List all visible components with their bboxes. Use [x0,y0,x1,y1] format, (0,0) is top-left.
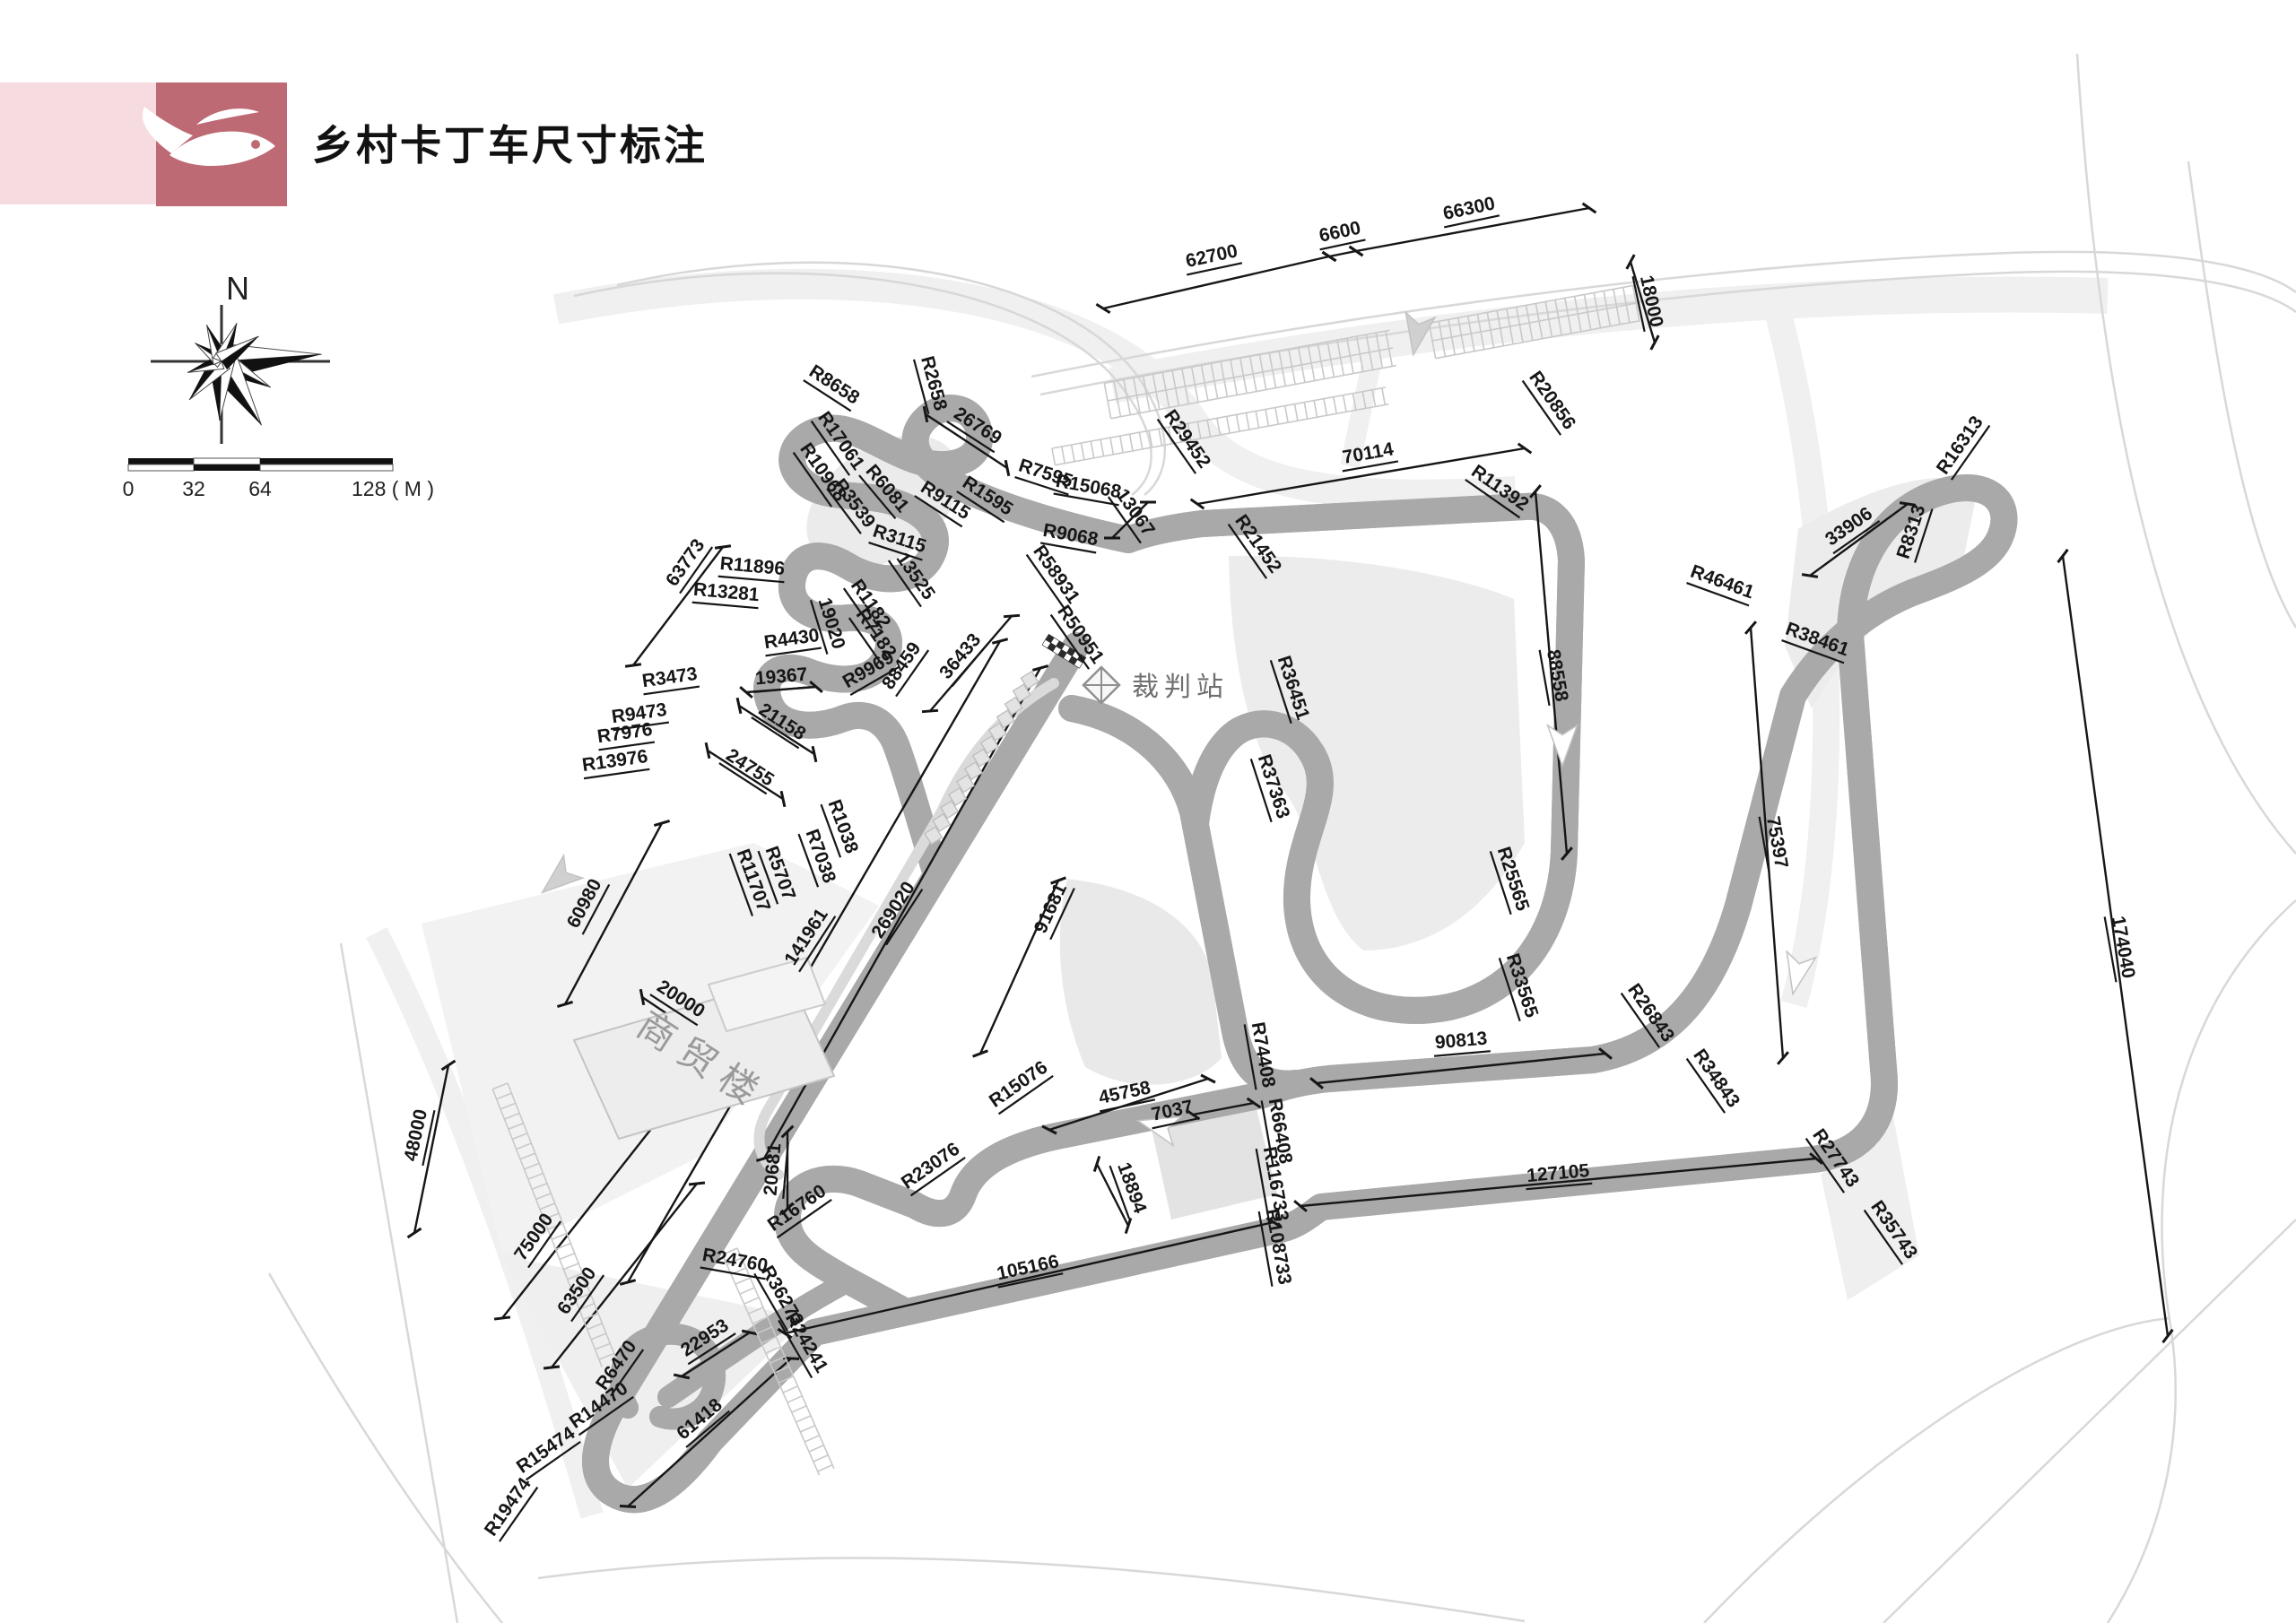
scale-bar: 0 32 64 128 ( M ) [123,457,434,500]
flow-arrows [540,310,1818,1148]
dimension-label: R13281 [691,579,761,610]
dimension-label: R58931 [1025,542,1083,610]
dimension-label: R3473 [640,664,700,696]
svg-text:66300: 66300 [1441,193,1497,224]
scale-tick-0: 0 [123,477,135,500]
svg-text:48000: 48000 [400,1107,431,1163]
buildings: 商贸楼 [572,956,836,1141]
dimension-label: R15068 [1053,471,1123,507]
dimension-label: R13976 [581,746,650,780]
dimension-label: R15076 [986,1057,1054,1115]
dimension-label: R4430 [762,625,822,657]
scale-end-label: 128 ( M ) [352,477,434,500]
scale-tick-32: 32 [182,477,205,500]
compass: N [151,270,330,444]
dimension-label: 20681 [761,1142,789,1199]
dimension-label: 18894 [1109,1159,1151,1219]
parking-stalls [721,1247,835,1476]
dimension-label: R8658 [803,361,864,412]
dimension-label: 36433 [935,629,989,688]
svg-text:19367: 19367 [754,664,808,690]
compass-rose [187,323,322,426]
dimension-label: R7976 [596,719,656,751]
dimension-label: 6600 [1318,218,1366,251]
svg-text:R8658: R8658 [805,361,864,409]
fish-icon [142,107,275,167]
svg-text:90813: 90813 [1434,1028,1488,1054]
judge-station-label: 裁判站 [1132,673,1229,702]
track-layout [596,408,2004,1499]
dimension-label: R20856 [1521,368,1579,436]
parking-stalls [491,1082,618,1367]
svg-text:R13281: R13281 [692,579,761,605]
site-boundary-roads [267,53,2296,1623]
judge-station: 裁判站 [1082,665,1229,705]
north-label: N [226,270,249,307]
dimension-label: 174040 [2103,915,2139,983]
svg-text:20681: 20681 [761,1142,786,1196]
scale-tick-64: 64 [248,477,272,500]
svg-text:R11896: R11896 [719,553,786,579]
pit-boxes [924,670,1039,846]
trade-building-annex [707,956,827,1033]
svg-text:174040: 174040 [2108,915,2139,980]
header: 乡村卡丁车尺寸标注 [0,82,708,206]
start-finish-checker [1041,633,1087,669]
dimension-label: 19367 [753,664,811,693]
dimension-label: 75397 [1758,815,1792,873]
dimension-label: R9068 [1039,520,1100,554]
dimension-label: R34843 [1685,1046,1744,1114]
svg-text:45758: 45758 [1097,1077,1152,1108]
svg-text:R2658: R2658 [917,354,951,413]
dimension-label: 70114 [1341,438,1399,473]
header-band [0,82,156,204]
dimension-label: R16313 [1933,412,1991,481]
dimension-label: 24755 [718,744,778,795]
dimension-label: 66300 [1441,193,1500,229]
dimension-label: R46461 [1686,561,1757,607]
page-title: 乡村卡丁车尺寸标注 [312,122,708,169]
dimension-label: 90813 [1433,1028,1491,1057]
generated-details [406,202,2174,1508]
dimension-label: R19474 [481,1474,539,1542]
dimension-label: R2658 [912,354,951,415]
dimension-label: R11896 [718,553,786,584]
parking-stalls [1428,284,1640,360]
parking-stalls [1051,386,1389,466]
parking-stalls [1103,329,1396,420]
dimension-label: 62700 [1184,240,1243,276]
svg-text:62700: 62700 [1184,240,1239,272]
